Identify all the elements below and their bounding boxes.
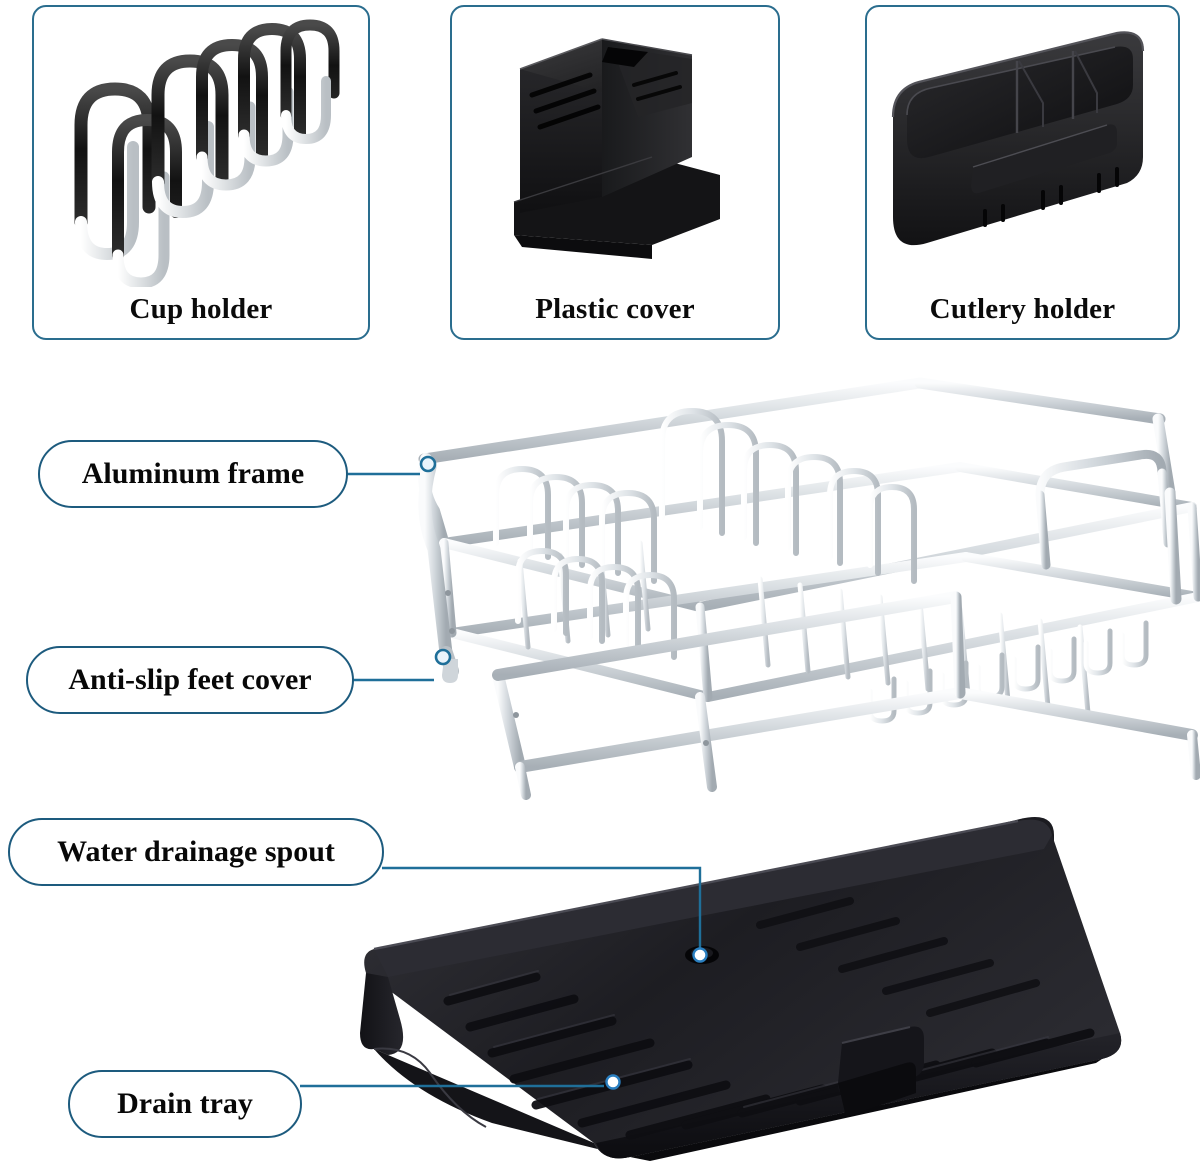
callout-label-aluminum-frame: Aluminum frame — [81, 457, 305, 490]
dish-rack-illustration — [400, 375, 1200, 800]
panel-label-cup-holder: Cup holder — [129, 293, 273, 325]
callout-label-anti-slip-feet-cover: Anti-slip feet cover — [68, 663, 312, 696]
panel-cutlery-holder: Cutlery holder — [865, 5, 1180, 340]
callout-label-water-drainage-spout: Water drainage spout — [57, 835, 335, 868]
panel-label-cutlery-holder: Cutlery holder — [929, 293, 1116, 325]
panel-label-plastic-cover: Plastic cover — [535, 293, 695, 325]
cutlery-holder-illustration — [867, 7, 1178, 287]
callout-anti-slip-feet-cover[interactable]: Anti-slip feet cover — [26, 646, 354, 714]
cup-holder-illustration — [34, 7, 368, 287]
callout-water-drainage-spout[interactable]: Water drainage spout — [8, 818, 384, 886]
drain-tray-illustration — [330, 805, 1200, 1165]
panel-plastic-cover: Plastic cover — [450, 5, 780, 340]
plastic-cover-illustration — [452, 7, 778, 287]
callout-aluminum-frame[interactable]: Aluminum frame — [38, 440, 348, 508]
callout-drain-tray[interactable]: Drain tray — [68, 1070, 302, 1138]
callout-label-drain-tray: Drain tray — [117, 1087, 253, 1120]
panel-cup-holder: Cup holder — [32, 5, 370, 340]
